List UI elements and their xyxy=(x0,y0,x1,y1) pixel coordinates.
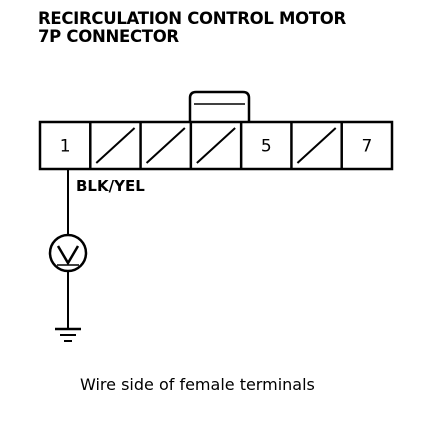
wire-color-label: BLK/YEL xyxy=(76,177,145,195)
unused-cavity-slash xyxy=(196,127,236,164)
unused-cavity-slash xyxy=(145,127,186,164)
unused-cavity-slash xyxy=(95,127,136,164)
ground-icon xyxy=(55,327,81,342)
unused-cavity-slash xyxy=(296,127,337,164)
pin-label-7: 7 xyxy=(361,137,372,157)
title-line-2: 7P CONNECTOR xyxy=(38,27,179,46)
pin-label-1: 1 xyxy=(60,137,71,157)
connector-cavities: 1 5 7 xyxy=(60,122,372,169)
diagram-title: RECIRCULATION CONTROL MOTOR 7P CONNECTOR xyxy=(38,10,346,46)
title-line-1: RECIRCULATION CONTROL MOTOR xyxy=(38,9,346,28)
connector-lock-tab xyxy=(188,90,251,122)
pin-label-5: 5 xyxy=(261,137,272,157)
caption: Wire side of female terminals xyxy=(80,375,315,394)
voltmeter-icon xyxy=(48,233,88,273)
